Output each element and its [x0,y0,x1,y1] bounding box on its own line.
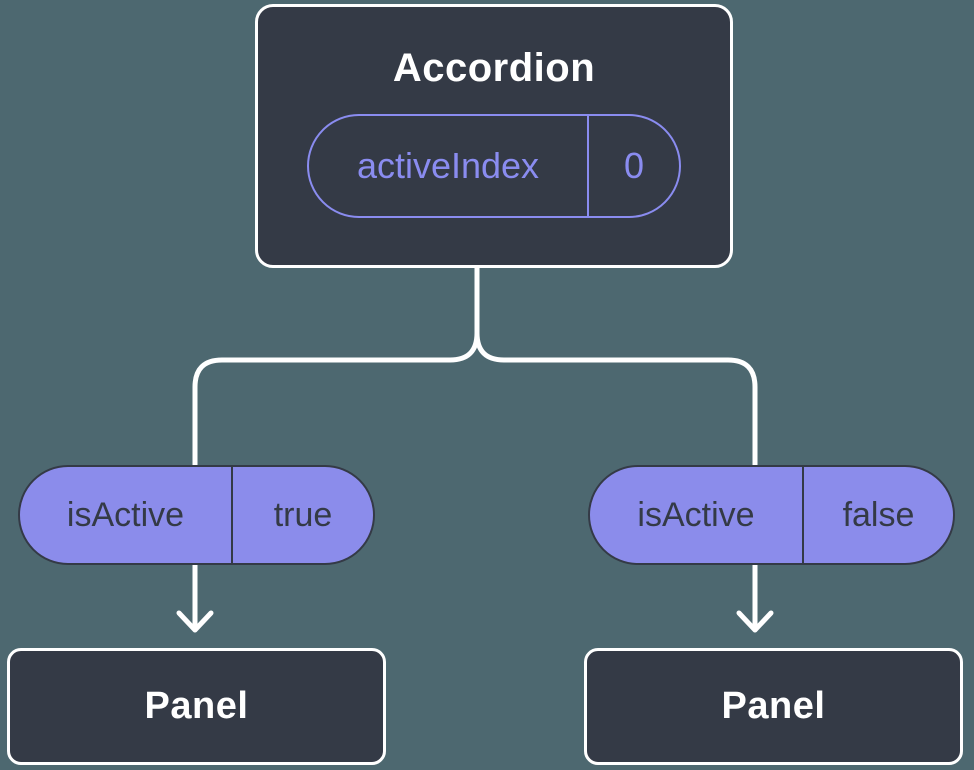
accordion-node-title: Accordion [392,46,596,90]
connector-right-branch [474,266,758,467]
prop-value-right: false [842,495,915,534]
prop-name-left: isActive [20,467,233,563]
arrow-right-icon [736,563,774,633]
prop-value-left: true [273,495,333,534]
panel-node-left: Panel [7,648,386,765]
connector-left-branch [192,266,480,467]
state-value: 0 [623,145,645,186]
prop-name-right: isActive [590,467,804,563]
state-name: activeIndex [309,116,589,216]
panel-node-right: Panel [584,648,963,765]
prop-pill-left: isActive true [18,465,375,565]
arrow-left-icon [176,563,214,633]
panel-title-right: Panel [721,685,826,727]
panel-title-left: Panel [144,685,249,727]
accordion-node: Accordion activeIndex 0 [255,4,733,268]
prop-pill-right: isActive false [588,465,955,565]
state-pill: activeIndex 0 [307,114,681,218]
